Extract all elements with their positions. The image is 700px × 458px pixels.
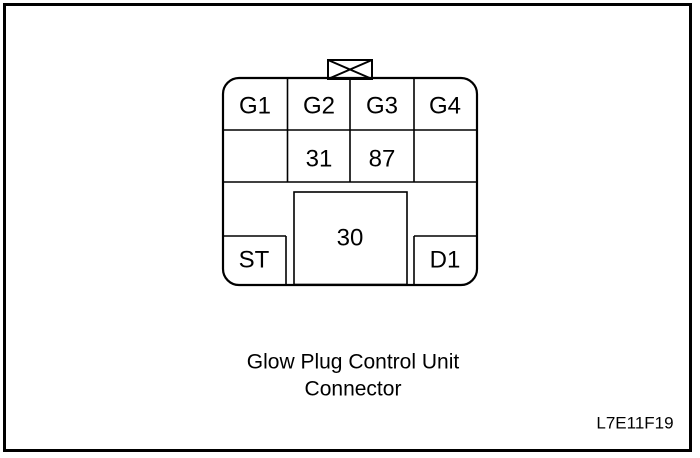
pin-label-g4: G4 — [429, 93, 461, 120]
pin-label-g1: G1 — [239, 93, 271, 120]
bottom-left-pin-box — [224, 235, 287, 284]
bottom-right-pin-box — [413, 235, 476, 284]
pin-label-d1: D1 — [430, 247, 461, 274]
pin-label-g2: G2 — [303, 93, 335, 120]
figure-code: L7E11F19 — [596, 414, 673, 433]
pin-grid-lines — [224, 79, 476, 183]
pin-label-87: 87 — [369, 146, 396, 173]
caption-line-2: Connector — [305, 378, 402, 401]
page-frame — [3, 3, 692, 452]
pin-label-31: 31 — [306, 146, 333, 173]
center-pin-box — [293, 191, 408, 286]
caption-line-1: Glow Plug Control Unit — [247, 351, 460, 374]
pin-label-st: ST — [239, 247, 270, 274]
pin-label-g3: G3 — [366, 93, 398, 120]
keying-tab-crossed-box-icon — [327, 59, 373, 80]
pin-label-30: 30 — [337, 225, 364, 252]
